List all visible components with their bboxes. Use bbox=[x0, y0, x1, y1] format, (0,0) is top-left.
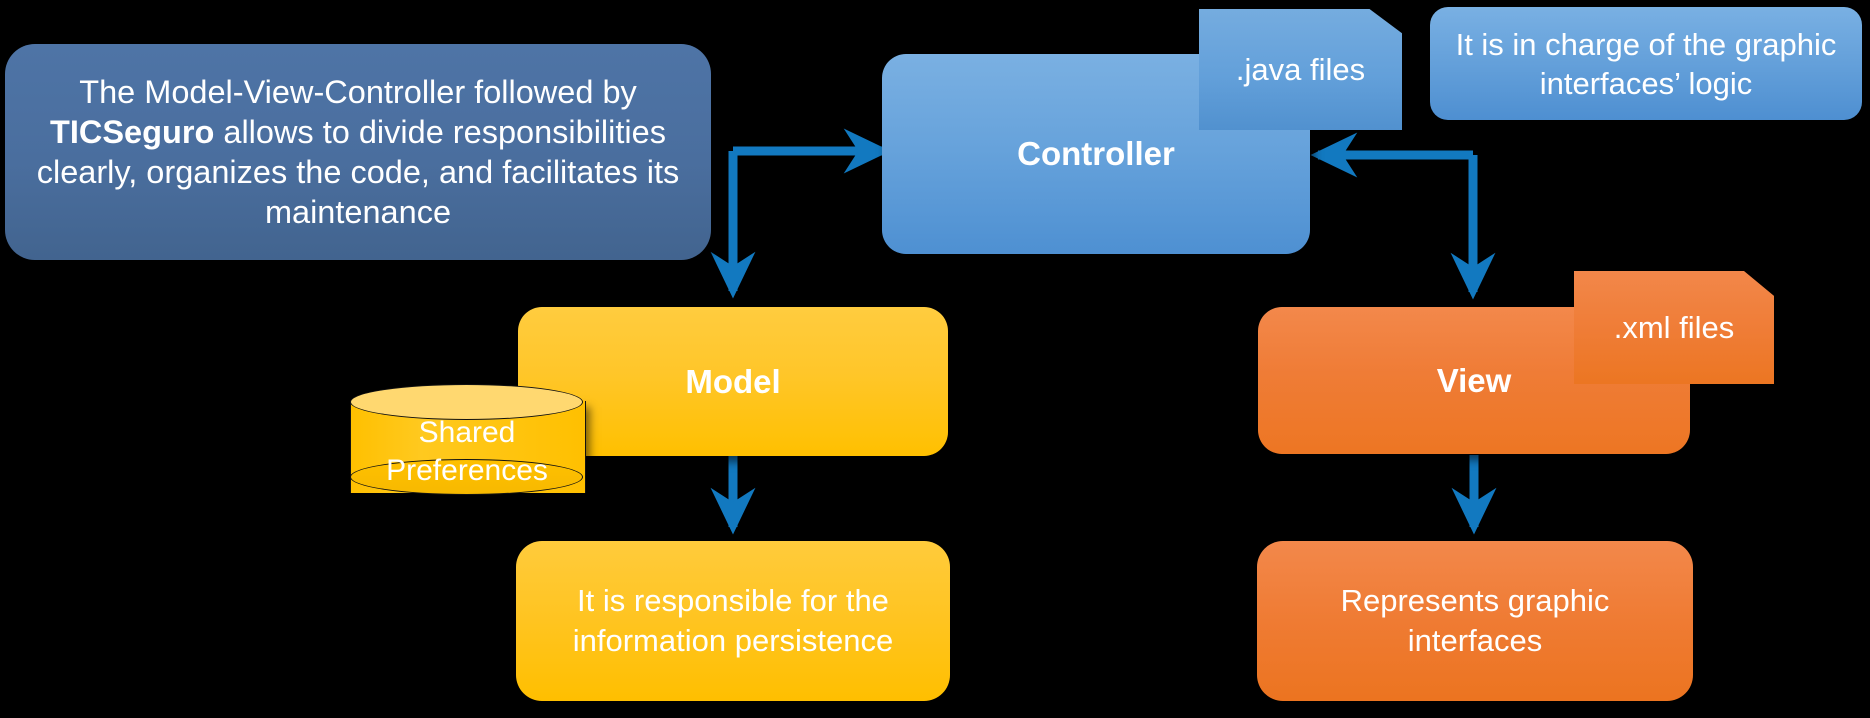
model-label: Model bbox=[685, 362, 781, 400]
mvc-description-note: The Model-View-Controller followed by TI… bbox=[5, 44, 711, 260]
view-description-box: Represents graphic interfaces bbox=[1257, 541, 1693, 701]
java-files-note: .java files bbox=[1199, 9, 1402, 130]
model-description-box: It is responsible for the information pe… bbox=[516, 541, 950, 701]
model-description-label: It is responsible for the information pe… bbox=[572, 583, 894, 658]
controller-label: Controller bbox=[1017, 135, 1175, 172]
shared-preferences-label: Shared Preferences bbox=[386, 416, 548, 487]
cylinder-bottom-ellipse bbox=[350, 459, 583, 495]
controller-node[interactable]: Controller bbox=[882, 54, 1310, 254]
java-files-label: .java files bbox=[1235, 51, 1366, 87]
view-description-label: Represents graphic interfaces bbox=[1340, 583, 1610, 658]
controller-description-note: It is in charge of the graphic interface… bbox=[1430, 7, 1862, 120]
model-node[interactable]: Model bbox=[518, 307, 948, 456]
xml-files-note: .xml files bbox=[1574, 271, 1774, 384]
xml-files-label: .xml files bbox=[1613, 309, 1735, 345]
mvc-description-prefix: The Model-View-Controller followed by bbox=[79, 74, 637, 110]
mvc-description-suffix: allows to divide responsibilities clearl… bbox=[36, 114, 680, 230]
shared-preferences-datastore[interactable]: Shared Preferences bbox=[350, 384, 586, 510]
java-files-note-shape bbox=[1199, 9, 1402, 130]
cylinder-top-ellipse bbox=[350, 384, 583, 420]
mvc-description-text: The Model-View-Controller followed by TI… bbox=[35, 72, 681, 232]
xml-files-note-shape bbox=[1574, 271, 1774, 384]
mvc-description-brand: TICSeguro bbox=[50, 114, 215, 150]
controller-description-label: It is in charge of the graphic interface… bbox=[1455, 26, 1837, 101]
view-label: View bbox=[1436, 361, 1512, 399]
